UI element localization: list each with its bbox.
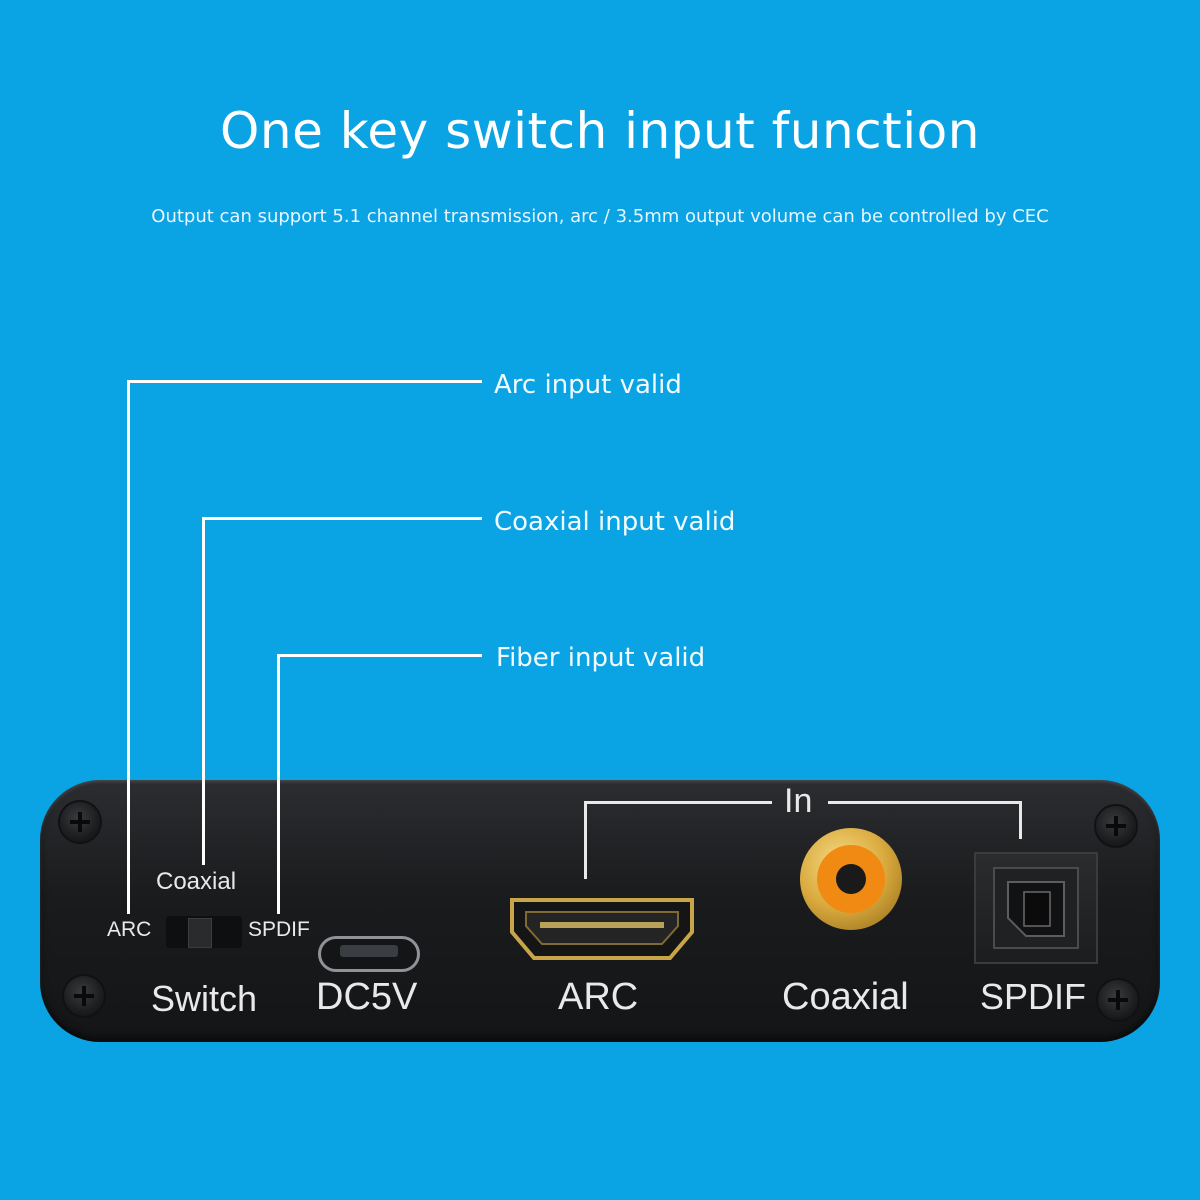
switch-knob[interactable] (188, 918, 212, 948)
switch-label: Switch (151, 978, 258, 1019)
arc-input-callout: Arc input valid (494, 370, 682, 400)
toslink-socket-icon (993, 867, 1079, 949)
coaxial-callout-line-h (202, 517, 482, 520)
switch-label-coaxial: Coaxial (156, 868, 237, 895)
in-label: In (784, 782, 813, 820)
in-bracket-right-h (828, 801, 1022, 804)
fiber-input-callout: Fiber input valid (496, 643, 706, 673)
arc-port-label: ARC (558, 976, 639, 1018)
coaxial-input-callout: Coaxial input valid (494, 507, 736, 537)
in-bracket-left-v (584, 801, 587, 879)
fiber-callout-line-h (277, 654, 482, 657)
arc-callout-line-h (127, 380, 482, 383)
page-title: One key switch input function (220, 102, 980, 160)
hdmi-arc-port[interactable] (510, 896, 694, 962)
fiber-callout-line-v (277, 654, 280, 914)
arc-callout-line-v (127, 380, 130, 914)
spdif-port-label: SPDIF (980, 976, 1087, 1017)
in-bracket-left-h (584, 801, 772, 804)
screw-icon (60, 802, 100, 842)
page-subtitle: Output can support 5.1 channel transmiss… (151, 206, 1049, 227)
coaxial-callout-line-v (202, 517, 205, 865)
rca-center-pin (836, 864, 866, 894)
dc5v-micro-usb-port[interactable] (318, 936, 420, 972)
switch-label-arc: ARC (107, 918, 152, 941)
screw-icon (1096, 806, 1136, 846)
screw-icon (64, 976, 104, 1016)
in-bracket-right-v (1019, 801, 1022, 839)
dc5v-label: DC5V (316, 976, 418, 1018)
switch-label-spdif: SPDIF (248, 918, 310, 941)
coaxial-port-label: Coaxial (782, 976, 909, 1018)
micro-usb-connector-icon (340, 945, 398, 957)
screw-icon (1098, 980, 1138, 1020)
